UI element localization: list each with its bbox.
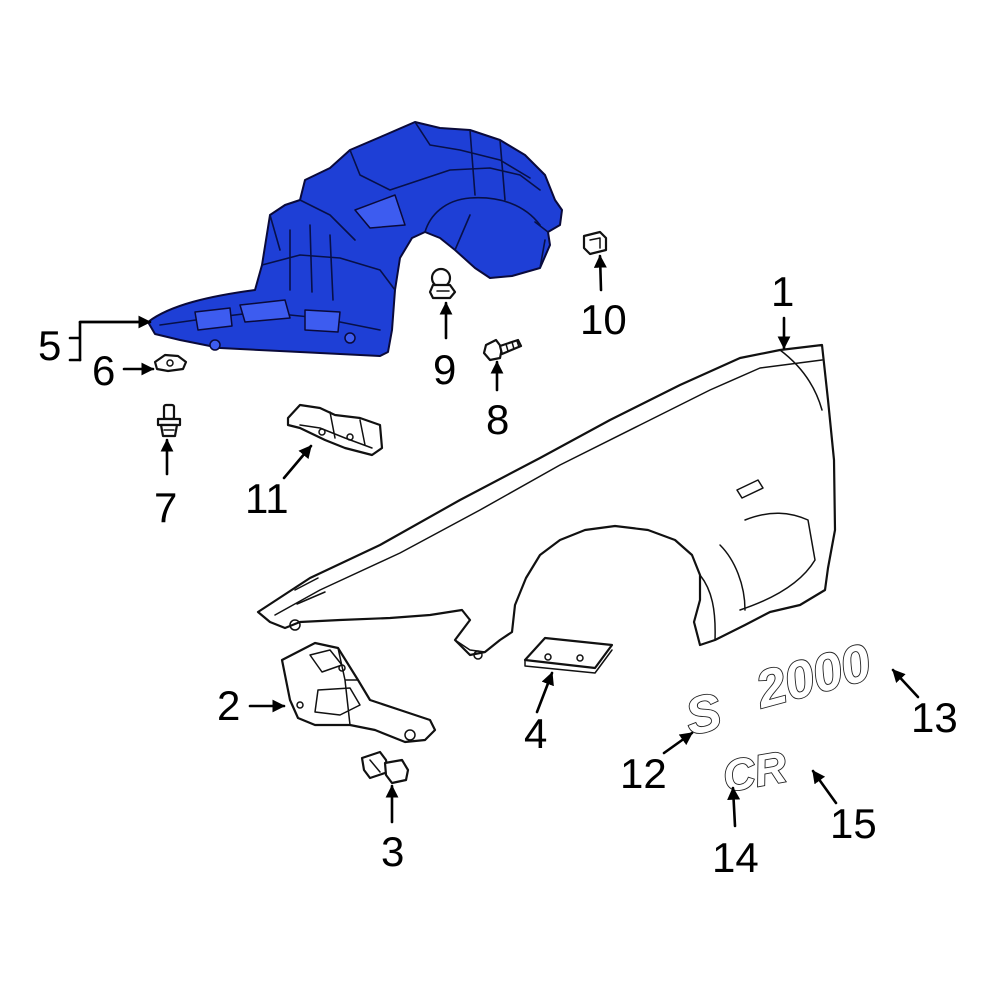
callout-2: 2 [217,682,240,729]
push-rivet-part[interactable] [156,403,182,438]
model-number-emblem-text: 2000 [749,634,877,720]
callout-14: 14 [712,834,759,881]
leader-lines [68,254,920,828]
fender-bracket-part[interactable] [286,403,384,457]
mounting-bracket-part[interactable] [280,641,437,744]
callout-12: 12 [620,750,667,797]
callout-6: 6 [92,347,115,394]
bolt-part[interactable] [360,750,410,785]
fender-liner-part[interactable] [147,121,563,357]
model-number-emblem-part[interactable]: 2000 [748,633,878,721]
callout-1: 1 [771,268,794,315]
liner-clip-part[interactable] [153,353,188,373]
callout-8: 8 [486,396,509,443]
trim-emblem-part[interactable]: CR [718,742,791,803]
callout-3: 3 [381,828,404,875]
callout-15: 15 [830,800,877,847]
callout-9: 9 [433,346,456,393]
trim-emblem-text: CR [719,743,790,802]
callout-13: 13 [911,694,958,741]
callout-5: 5 [38,322,61,369]
callout-10: 10 [580,296,627,343]
clip-nut-part[interactable] [582,230,608,256]
callout-labels: 1 2 3 4 5 6 7 8 9 10 11 12 13 14 15 [38,268,958,881]
callout-11: 11 [245,475,289,522]
front-fender-part[interactable] [256,343,837,660]
screw-part[interactable] [482,338,523,362]
grommet-clip-part[interactable] [428,267,457,300]
callout-4: 4 [524,710,547,757]
fender-pad-part[interactable] [523,636,614,674]
callout-7: 7 [154,484,177,531]
